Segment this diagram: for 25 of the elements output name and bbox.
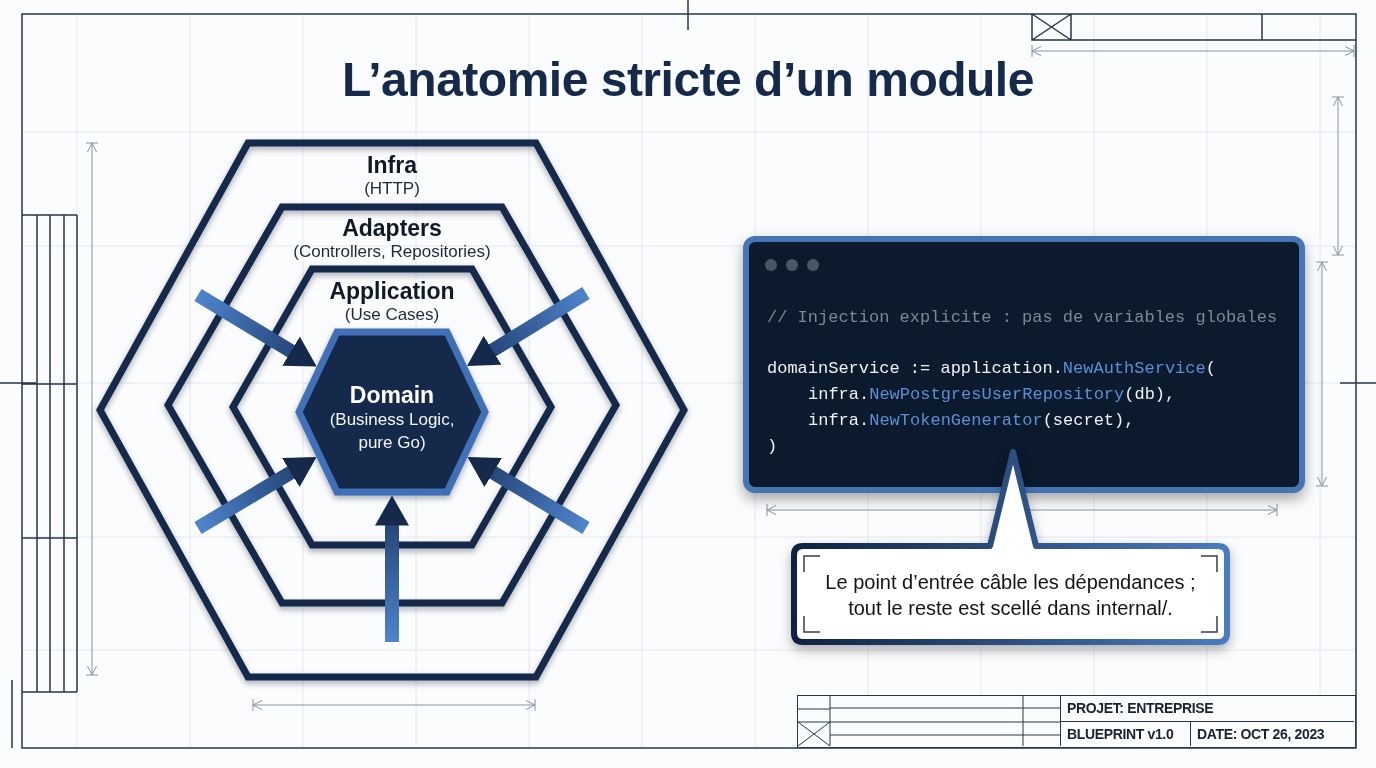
- layer-subtitle: (Use Cases): [344, 304, 440, 326]
- title-block-field: BLUEPRINT v1.0: [1060, 721, 1190, 746]
- code-line: infra.NewPostgresUserRepository(db),: [808, 384, 1176, 406]
- layer-title: Adapters: [342, 215, 442, 241]
- speech-bubble: [790, 447, 1231, 647]
- layer-subtitle: (HTTP): [364, 178, 420, 200]
- layer-title: Infra: [367, 152, 417, 178]
- layer-title: Domain: [349, 382, 435, 408]
- title-block-field: PROJET: ENTREPRISE: [1060, 696, 1354, 721]
- code-line: ): [767, 436, 778, 458]
- code-window: [743, 236, 1305, 493]
- layer-subtitle: (Controllers, Repositories): [293, 241, 491, 263]
- layer-title: Application: [329, 278, 455, 304]
- callout-text: Le point d’entrée câble les dépendances ; tout le reste est scellé dans internal/.: [824, 570, 1197, 621]
- code-line: domainService := application.NewAuthService(: [767, 358, 1216, 380]
- layer-subtitle: (Business Logic, pure Go): [328, 409, 456, 454]
- hexagon-layer: [228, 264, 556, 550]
- code-line: infra.NewTokenGenerator(secret),: [808, 410, 1135, 432]
- code-comment: // Injection explicite : pas de variables globales: [767, 307, 1278, 329]
- title-block-field: DATE: OCT 26, 2023: [1190, 721, 1354, 746]
- page-title: L’anatomie stricte d’un module: [342, 52, 1034, 108]
- arrow: [375, 495, 409, 642]
- core-hexagon: [294, 327, 490, 497]
- hexagon-layer: [163, 202, 621, 608]
- hexagon-layer: [95, 138, 689, 682]
